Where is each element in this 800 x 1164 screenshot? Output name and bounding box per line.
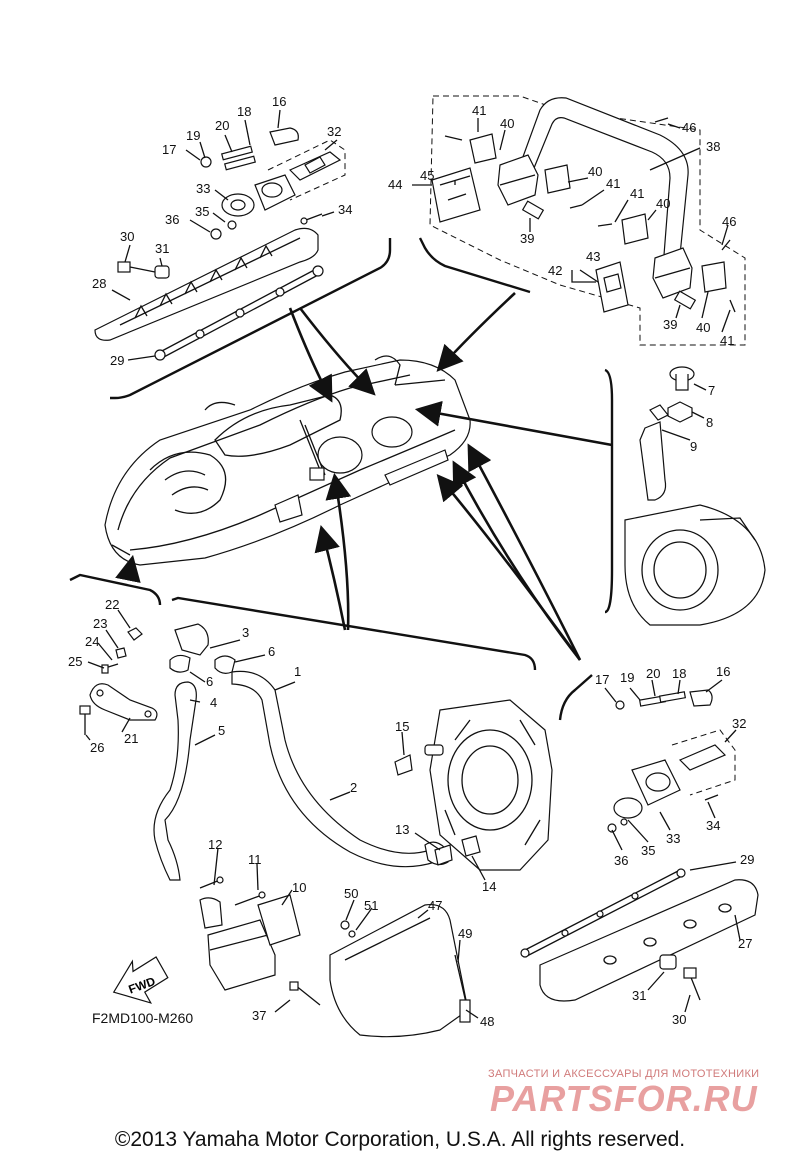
part-label: 30 [120, 229, 134, 244]
part-label: 3 [242, 625, 249, 640]
part-label: 50 [344, 886, 358, 901]
part-label: 40 [696, 320, 710, 335]
part-label: 26 [90, 740, 104, 755]
part-label: 11 [248, 852, 262, 867]
part-label: 37 [252, 1008, 266, 1023]
group-pump [624, 366, 766, 626]
part-label: 22 [105, 597, 119, 612]
part-label: 21 [124, 731, 138, 746]
part-label: 34 [706, 818, 720, 833]
part-label: 51 [364, 898, 378, 913]
part-label: 40 [500, 116, 514, 131]
hull-illustration [104, 355, 471, 566]
part-label: 48 [480, 1014, 494, 1029]
part-label: 32 [327, 124, 341, 139]
part-label: 23 [93, 616, 107, 631]
part-label: 40 [588, 164, 602, 179]
part-label: 33 [196, 181, 210, 196]
part-label: 18 [237, 104, 251, 119]
part-label: 46 [722, 214, 736, 229]
part-label: 18 [672, 666, 686, 681]
part-label: 17 [595, 672, 609, 687]
part-label: 16 [716, 664, 730, 679]
part-label: 30 [672, 1012, 686, 1027]
group-top-left [94, 109, 392, 400]
part-label: 6 [206, 674, 213, 689]
part-label: 47 [428, 898, 442, 913]
part-label: 46 [682, 120, 696, 135]
part-label: 31 [155, 241, 169, 256]
part-label: 41 [606, 176, 620, 191]
part-label: 41 [720, 333, 734, 348]
group-fuse-box [199, 847, 301, 991]
part-label: 28 [92, 276, 106, 291]
part-label: 29 [110, 353, 124, 368]
part-label: 16 [272, 94, 286, 109]
part-label: 49 [458, 926, 472, 941]
part-label: 39 [520, 231, 534, 246]
part-label: 7 [708, 383, 715, 398]
part-label: 43 [586, 249, 600, 264]
part-label: 6 [268, 644, 275, 659]
watermark-tagline: ЗАПЧАСТИ И АКСЕССУАРЫ ДЛЯ МОТОТЕХНИКИ [488, 1068, 760, 1080]
part-label: 17 [162, 142, 176, 157]
part-label: 32 [732, 716, 746, 731]
part-label: 19 [620, 670, 634, 685]
group-top-right [412, 95, 746, 346]
part-label: 41 [472, 103, 486, 118]
part-label: 45 [420, 168, 434, 183]
part-label: 8 [706, 415, 713, 430]
part-label: 14 [482, 879, 496, 894]
part-label: 15 [395, 719, 409, 734]
part-label: 19 [186, 128, 200, 143]
part-label: 20 [215, 118, 229, 133]
part-label: 39 [663, 317, 677, 332]
part-label: 4 [210, 695, 217, 710]
part-label: 29 [740, 852, 754, 867]
part-label: 36 [614, 853, 628, 868]
copyright-notice: ©2013 Yamaha Motor Corporation, U.S.A. A… [114, 1128, 686, 1151]
pointer-arrows [115, 292, 614, 661]
group-jet-housing [394, 699, 553, 881]
group-bottom-right [520, 679, 759, 1013]
part-label: 1 [294, 664, 301, 679]
group-panel [274, 899, 479, 1038]
part-label: 20 [646, 666, 660, 681]
part-label: 27 [738, 936, 752, 951]
diagram-code: F2MD100-M260 [92, 1010, 194, 1026]
part-label: 44 [388, 177, 402, 192]
rail-slots [134, 244, 273, 319]
part-label: 36 [165, 212, 179, 227]
part-label: 40 [656, 196, 670, 211]
part-label: 35 [195, 204, 209, 219]
part-label: 41 [630, 186, 644, 201]
part-label: 24 [85, 634, 99, 649]
section-brackets [69, 573, 593, 721]
part-label: 12 [208, 837, 222, 852]
part-label: 5 [218, 723, 225, 738]
part-label: 33 [666, 831, 680, 846]
part-label: 38 [706, 139, 720, 154]
part-label: 42 [548, 263, 562, 278]
part-label: 31 [632, 988, 646, 1003]
fwd-arrow: FWD [112, 956, 169, 1004]
part-label: 25 [68, 654, 82, 669]
part-number-labels: 16 18 20 19 17 32 33 35 36 34 30 31 28 2… [68, 94, 754, 1029]
part-label: 10 [292, 880, 306, 895]
watermark-logo: PARTSFOR.RU [490, 1078, 758, 1119]
part-label: 2 [350, 780, 357, 795]
group-lower-left [79, 609, 158, 741]
part-label: 35 [641, 843, 655, 858]
part-label: 13 [395, 822, 409, 837]
part-label: 9 [690, 439, 697, 454]
part-label: 34 [338, 202, 352, 217]
